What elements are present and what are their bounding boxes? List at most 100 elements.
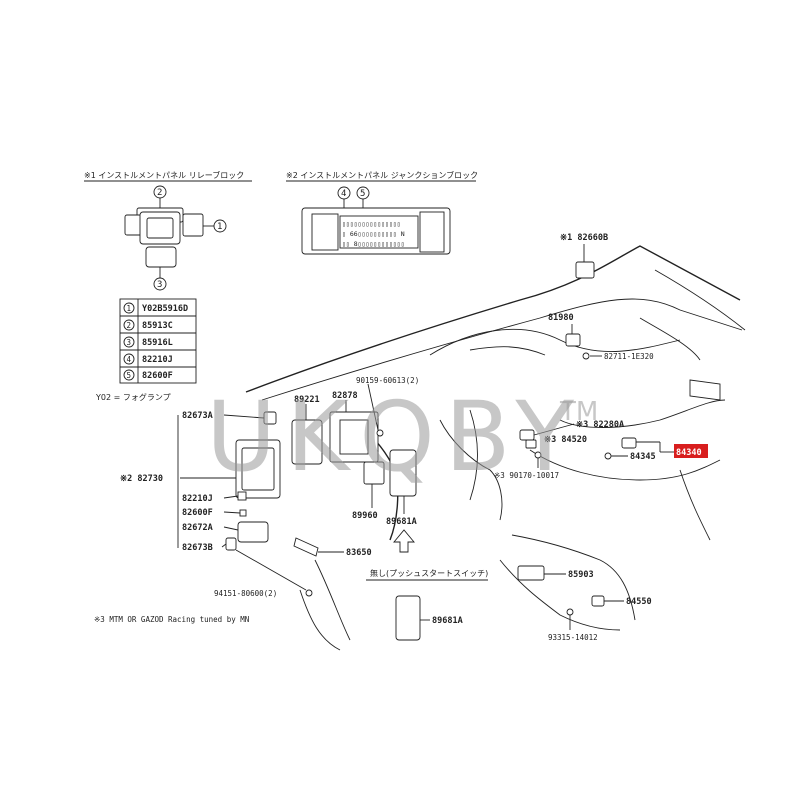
label-82280A: ※3 82280A <box>576 420 624 430</box>
part-82210J-shape <box>237 491 247 501</box>
part-89681A-lower-shape <box>395 595 421 641</box>
legend-part: Y02B5916D <box>142 304 188 314</box>
label-84345: 84345 <box>630 452 656 462</box>
junction-left-connector <box>311 213 339 251</box>
label-85903: 85903 <box>568 570 594 580</box>
leader-82210J <box>223 495 239 499</box>
callout-circle-3 <box>153 277 167 291</box>
callout-num-3: 3 <box>157 280 162 290</box>
dash-glovebox-bottom <box>529 449 721 481</box>
dash-center-stack <box>439 419 503 521</box>
watermark-text: UKQBY <box>206 381 584 493</box>
dash-glovebox-top <box>559 399 726 428</box>
fuse-row-1: ▯▯▯▯▯▯▯▯▯▯▯▯▯▯▯ <box>342 220 401 228</box>
legend-row-5: 5 82600F <box>123 369 173 381</box>
push-start-title: 無し(プッシュスタートスイッチ) <box>370 568 488 578</box>
legend-circle <box>123 336 135 348</box>
floor-left <box>299 589 341 651</box>
leader-94151 <box>235 549 307 591</box>
legend-num: 1 <box>127 304 132 313</box>
legend-row-1: 1 Y02B5916D <box>123 302 188 314</box>
legend-row-2: 2 85913C <box>123 319 173 331</box>
relay-right-relay <box>182 213 204 237</box>
legend-circle <box>123 353 135 365</box>
legend-circle <box>123 369 135 381</box>
legend-num: 5 <box>127 371 132 380</box>
label-82673A: 82673A <box>182 411 213 421</box>
junction-right-connector <box>419 211 445 253</box>
dash-vent-1 <box>469 346 546 356</box>
label-94151: 94151-80600(2) <box>214 589 277 598</box>
leader-90159 <box>367 383 379 431</box>
label-84550: 84550 <box>626 597 652 607</box>
leader-82673A <box>223 414 265 419</box>
legend-table: 1 Y02B5916D 2 85913C 3 85916L 4 82210J 5… <box>95 298 197 402</box>
legend-circle <box>123 302 135 314</box>
legend-num: 2 <box>127 321 132 330</box>
part-94151-bolt <box>305 589 313 597</box>
part-82878-inner <box>339 419 369 455</box>
label-82660B: ※1 82660B <box>560 233 608 243</box>
callout-num-1: 1 <box>217 222 222 232</box>
dash-lower-left <box>469 409 478 501</box>
dash-switch-box <box>689 379 721 401</box>
legend-circle <box>123 319 135 331</box>
dashboard-outline <box>245 245 746 651</box>
highlight-box-84340 <box>674 444 708 458</box>
floor-left-2 <box>314 559 351 641</box>
right-parts: ※1 82660B 81980 82711-1E320 ※3 82280A ※3… <box>494 233 708 642</box>
legend-part: 85913C <box>142 321 173 331</box>
part-90159-bolt <box>376 429 384 437</box>
legend-part: 82600F <box>142 371 173 381</box>
label-84520: ※3 84520 <box>544 435 587 445</box>
part-89221-shape <box>291 419 323 465</box>
label-93315: 93315-14012 <box>548 633 598 642</box>
part-82711-clip <box>582 352 590 360</box>
relay-block-socket <box>146 217 174 239</box>
part-84340-shape <box>621 437 637 449</box>
dash-vent-2 <box>639 317 701 361</box>
label-89960: 89960 <box>352 511 378 521</box>
legend-num: 3 <box>127 338 132 347</box>
leader-82280A <box>533 423 575 436</box>
junction-block-title: ※2 インストルメントパネル ジャンクションブロック <box>286 170 478 180</box>
label-90159: 90159-60613(2) <box>356 376 419 385</box>
legend-border <box>119 298 197 384</box>
dash-top-edge <box>245 245 741 393</box>
callout-num-2: 2 <box>157 188 162 198</box>
callout-circle-1 <box>213 219 227 233</box>
windshield-edge <box>654 269 746 331</box>
relay-bottom-relay <box>145 246 177 268</box>
center-parts: 89221 82878 90159-60613(2) 89960 89681A … <box>291 376 488 641</box>
legend-note: Y02 = フォグランプ <box>95 392 171 402</box>
dash-right-edge <box>679 469 711 541</box>
callout-num-4: 4 <box>341 189 346 199</box>
legend-part: 82210J <box>142 355 173 365</box>
label-89681A: 89681A <box>386 517 417 527</box>
legend-part: 85916L <box>142 338 173 348</box>
dash-top-edge-2 <box>261 298 743 401</box>
leader-82672A <box>223 526 239 531</box>
part-82672A-shape <box>237 521 269 543</box>
label-82711: 82711-1E320 <box>604 352 654 361</box>
label-84340: 84340 <box>676 448 702 458</box>
label-82600F: 82600F <box>182 508 213 518</box>
watermark: UKQBY TM <box>206 381 598 493</box>
label-83650: 83650 <box>346 548 372 558</box>
label-89681A-lower: 89681A <box>432 616 463 626</box>
label-89221: 89221 <box>294 395 320 405</box>
label-82210J: 82210J <box>182 494 213 504</box>
label-90170: ※3 90170-10017 <box>494 471 559 480</box>
junction-fuse-area <box>339 215 419 249</box>
console-outline <box>511 534 636 621</box>
fuse-row-2: ▯ 66▯▯▯▯▯▯▯▯▯▯ N <box>342 230 405 238</box>
left-parts: 82673A ※2 82730 82210J 82600F 82672A 826… <box>94 411 313 624</box>
label-82878: 82878 <box>332 391 358 401</box>
callout-num-5: 5 <box>360 189 365 199</box>
up-arrow-icon <box>393 529 415 553</box>
part-84520-shape <box>525 439 537 449</box>
part-82730-face <box>241 447 275 491</box>
part-82660B-shape <box>575 261 595 279</box>
junction-block-inset: ※2 インストルメントパネル ジャンクションブロック 4 5 ▯▯▯▯▯▯▯▯▯… <box>286 170 478 255</box>
